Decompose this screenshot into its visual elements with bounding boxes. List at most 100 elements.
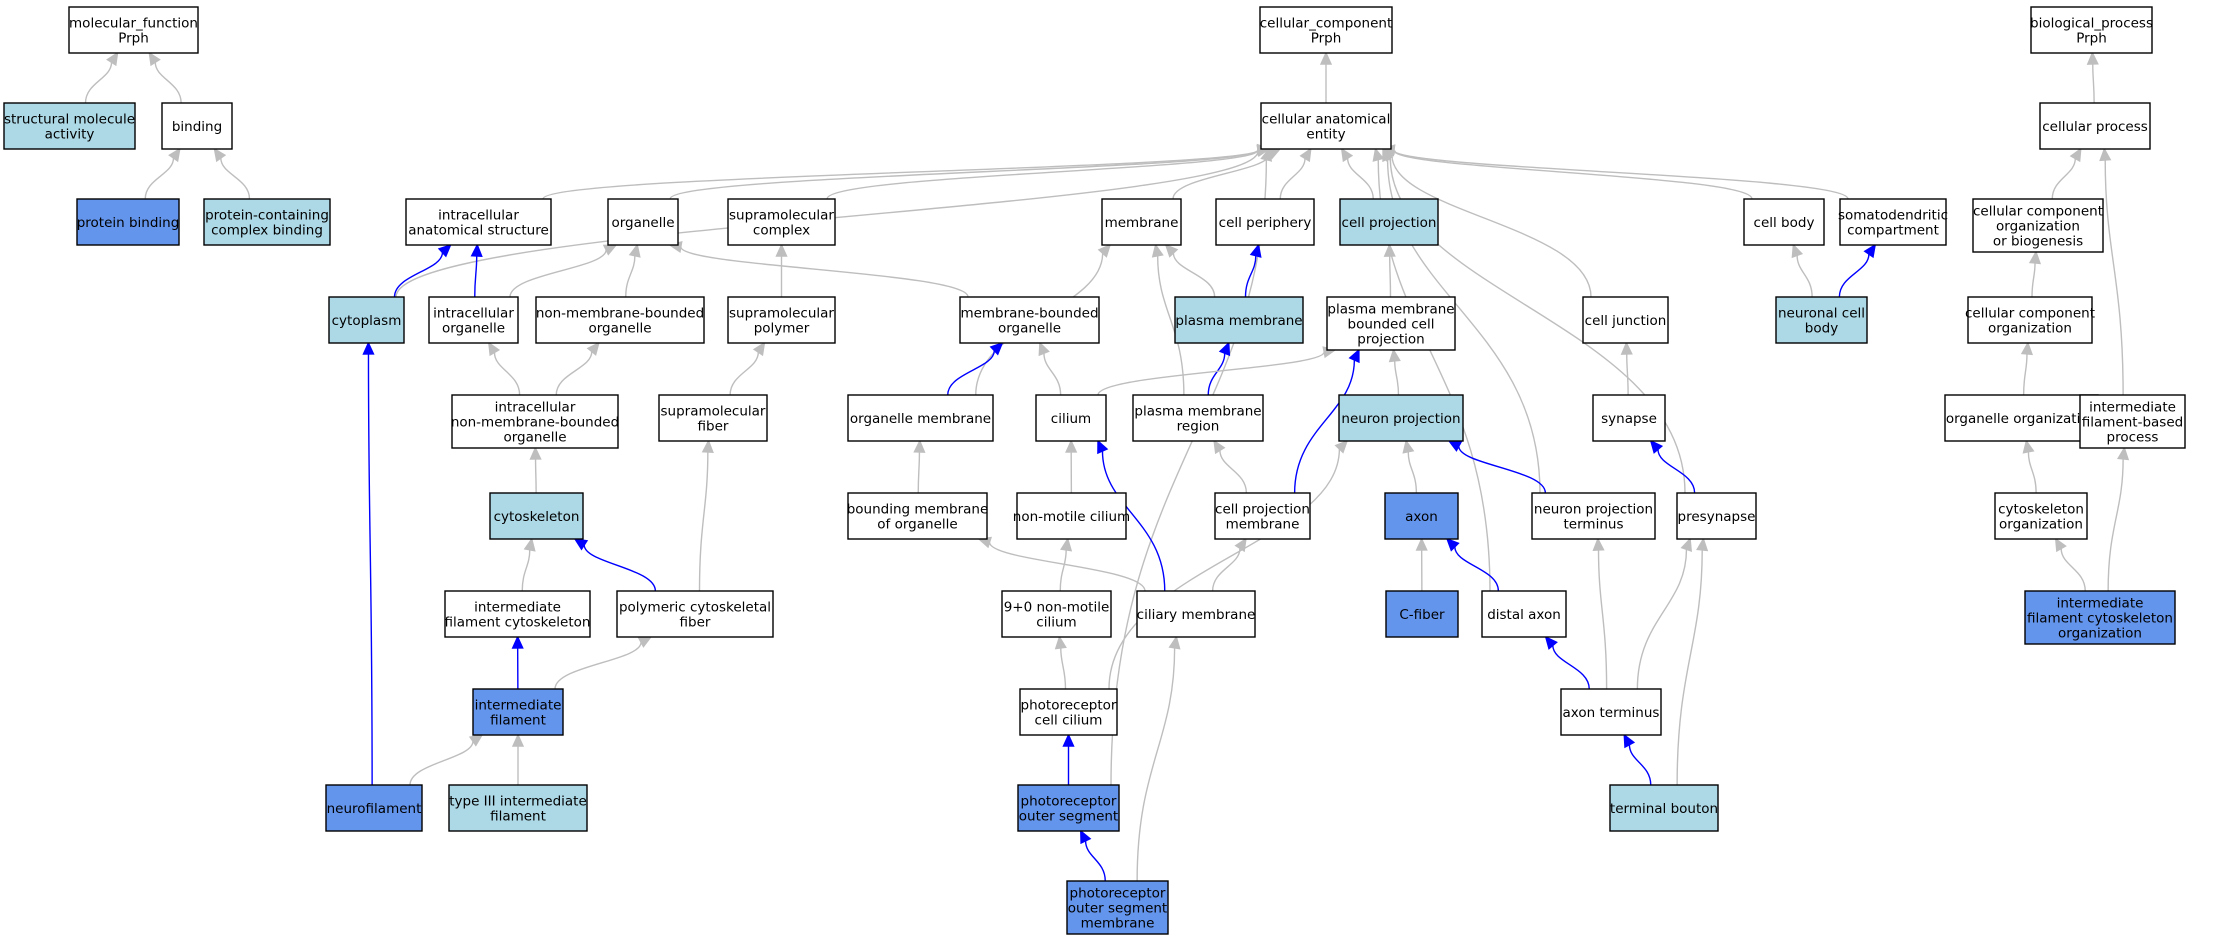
edge-nmbo-to-organelle [625, 243, 641, 298]
node-label: intermediate [474, 600, 561, 616]
node-cperiph[interactable]: cell periphery [1215, 198, 1315, 246]
node-cytoplasm[interactable]: cytoplasm [328, 296, 405, 344]
node-aterm[interactable]: axon terminus [1560, 688, 1662, 736]
edge-line [474, 255, 478, 298]
node-pm[interactable]: plasma membrane [1174, 296, 1304, 344]
edge-line [554, 642, 642, 690]
node-box [535, 296, 705, 344]
node-label: cytoskeleton [494, 509, 580, 525]
node-box [1775, 296, 1868, 344]
node-cm[interactable]: ciliary membrane [1136, 590, 1256, 638]
node-organelle[interactable]: organelle [607, 198, 679, 246]
node-label: organization [1988, 321, 2072, 337]
arrowhead [1340, 147, 1354, 163]
node-presyn[interactable]: presynapse [1676, 492, 1757, 540]
edge-line [1060, 647, 1067, 690]
edge-pcf-to-cytoskeleton [573, 538, 657, 592]
node-box [1174, 296, 1304, 344]
node-om[interactable]: organelle membrane [847, 394, 994, 442]
node-box [489, 492, 584, 540]
arrowhead [470, 243, 483, 257]
node-axon[interactable]: axon [1384, 492, 1459, 540]
node-box [847, 394, 994, 442]
node-cilium[interactable]: cilium [1035, 394, 1107, 442]
node-membrane[interactable]: membrane [1101, 198, 1182, 246]
node-cp[interactable]: cellular process [2039, 102, 2151, 150]
node-box [472, 688, 564, 736]
arrowhead [1372, 147, 1385, 162]
arrowhead [437, 243, 452, 258]
node-oo[interactable]: organelle organization [1944, 394, 2099, 442]
edge-cytoplasm-to-ias [393, 243, 452, 298]
edge-if-to-pcf [554, 636, 653, 690]
node-nf[interactable]: neurofilament [325, 784, 423, 832]
edge-tb-to-aterm [1623, 733, 1652, 786]
edge-ncb-to-sdc [1838, 243, 1877, 298]
node-nmc[interactable]: non-motile cilium [1013, 492, 1130, 540]
node-inmbo[interactable]: intracellularnon-membrane-boundedorganel… [451, 394, 619, 449]
node-label: cellular anatomical [1262, 112, 1391, 128]
node-cj[interactable]: cell junction [1582, 296, 1669, 344]
edge-line [1454, 546, 1500, 592]
node-label: Prph [2076, 31, 2107, 47]
node-binding[interactable]: binding [161, 102, 233, 150]
edge-line [1101, 451, 1166, 592]
edge-line [583, 544, 657, 592]
node-box [727, 198, 836, 246]
edge-line [2022, 353, 2028, 396]
node-cfiber[interactable]: C-fiber [1385, 590, 1459, 638]
node-label: fiber [698, 419, 729, 435]
node-box [1481, 590, 1567, 638]
node-daxon[interactable]: distal axon [1481, 590, 1567, 638]
node-cbody[interactable]: cell body [1743, 198, 1825, 246]
node-label: ciliary membrane [1137, 607, 1256, 623]
node-box [1839, 198, 1947, 246]
node-cproj[interactable]: cell projection [1339, 198, 1439, 246]
node-box [2079, 394, 2186, 449]
node-label: cell cilium [1035, 713, 1103, 729]
node-label: cell body [1754, 215, 1815, 231]
node-cytoskeleton[interactable]: cytoskeleton [489, 492, 584, 540]
node-synapse[interactable]: synapse [1592, 394, 1666, 442]
node-box [1001, 590, 1112, 638]
node-pb[interactable]: protein binding [76, 198, 180, 246]
node-tb[interactable]: terminal bouton [1609, 784, 1719, 832]
node-label: presynapse [1678, 509, 1756, 525]
edge-line [1458, 446, 1547, 494]
node-nproj[interactable]: neuron projection [1338, 394, 1464, 442]
